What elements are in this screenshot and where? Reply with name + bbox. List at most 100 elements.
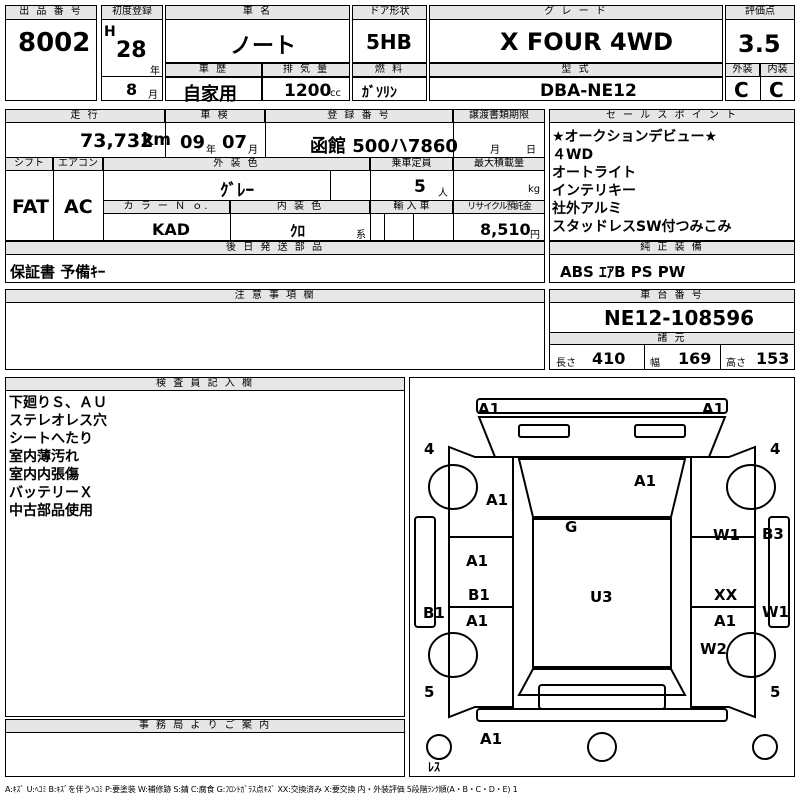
mark-fender-r1: W1: [713, 526, 740, 544]
shift-label: シフト: [5, 157, 53, 171]
sales-points-list: ★オークションデビュー★ ４WD オートライト インテリキー 社外アルミ スタッ…: [552, 128, 732, 236]
history-label: 車 歴: [165, 63, 262, 77]
hood: [477, 416, 727, 458]
score: 3.5: [738, 30, 781, 58]
inspector-notes: 下廻りＳ、ＡＵ ステレオレス穴 シートへたり 室内薄汚れ 室内内張傷 バッテリー…: [9, 394, 107, 520]
doors-label: ドア形状: [352, 5, 427, 20]
int-color-label: 内 装 色: [230, 200, 370, 214]
displacement: 1200: [284, 81, 332, 101]
mark-roof-center: U3: [590, 588, 613, 606]
sales-point: 社外アルミ: [552, 201, 622, 217]
mark-quarter-r: W2: [700, 640, 727, 658]
mark-door-r1: XX: [714, 586, 738, 604]
load-label: 最大積載量: [453, 157, 545, 171]
import-label: 輸 入 車: [370, 200, 453, 214]
right-body: [690, 445, 756, 719]
sales-point: ４WD: [552, 147, 594, 163]
displacement-unit: cc: [330, 88, 341, 99]
height: 153: [756, 349, 790, 368]
windshield: [517, 458, 687, 518]
color-no-label: カ ラ ー Ｎ ｏ.: [103, 200, 230, 214]
inspector-note: ステレオレス穴: [9, 413, 107, 429]
side-r: [768, 516, 790, 628]
era: H: [104, 24, 116, 40]
left-body: [448, 445, 514, 719]
front-bumper: [476, 398, 728, 414]
mark-rear: A1: [480, 730, 503, 748]
exterior-grade: C: [734, 78, 749, 102]
damage-diagram: [409, 377, 795, 777]
length-label: 長さ: [556, 358, 576, 369]
spec-panel: [5, 109, 545, 241]
mark-hood-l: A1: [486, 491, 509, 509]
capacity-label: 乗車定員: [370, 157, 453, 171]
sales-points-label: セ ー ル ス ポ イ ン ト: [549, 109, 795, 123]
first-reg-label: 初度登録: [101, 5, 163, 20]
exterior-label: 外装: [725, 63, 760, 77]
headlamp-l: [518, 424, 570, 438]
mark-side-r: W1: [762, 603, 789, 621]
recycle: 8,510: [480, 220, 531, 239]
model: DBA-NE12: [540, 81, 637, 101]
transfer-label: 譲渡書類期限: [453, 109, 545, 123]
fuel: ｶﾞｿﾘﾝ: [362, 85, 397, 101]
insp-month: 07: [222, 132, 248, 153]
car-outline: [414, 398, 790, 762]
insp-year: 09: [180, 132, 206, 153]
color: ｸﾞﾚｰ: [220, 181, 254, 201]
reg-year: 28: [116, 38, 147, 63]
recycle-label: リサイクル預託金: [453, 200, 545, 214]
length: 410: [592, 349, 626, 368]
tread-rl: 5: [424, 683, 435, 701]
load-unit: kg: [528, 184, 541, 195]
mark-door-l2: A1: [466, 612, 489, 630]
mark-fender-l: A1: [466, 552, 489, 570]
inspection-label: 車 検: [165, 109, 265, 123]
int-color: ｸﾛ: [290, 222, 306, 240]
interior-label: 内装: [760, 63, 795, 77]
shift: FAT: [12, 196, 49, 218]
side-l: [414, 516, 436, 628]
width: 169: [678, 349, 712, 368]
mileage-label: 走 行: [5, 109, 165, 123]
mark-front-l: A1: [478, 400, 501, 418]
lot-box: [5, 5, 97, 101]
legend: A:ｷｽﾞ U:ﾍｺﾐ B:ｷｽﾞを伴うﾍｺﾐ P:要塗装 W:補修跡 S:錆 …: [5, 785, 518, 794]
trunk: [476, 708, 728, 722]
tread-fr: 4: [770, 440, 781, 458]
sales-point: オートライト: [552, 165, 636, 181]
transfer-month-unit: 月: [490, 145, 500, 156]
fuel-label: 燃 料: [352, 63, 427, 77]
spare-tire: [587, 732, 617, 762]
rear-bumper: [538, 684, 666, 710]
lot-number: 8002: [18, 28, 91, 58]
later-parts: 保証書 予備ｷｰ: [10, 263, 106, 281]
capacity-unit: 人: [438, 188, 448, 199]
model-label: 型 式: [429, 63, 723, 77]
first-reg-box: [101, 5, 163, 101]
reg-month-unit: 月: [148, 90, 158, 101]
reg-month: 8: [126, 80, 138, 99]
mark-door-r2: A1: [714, 612, 737, 630]
roof: [532, 518, 672, 668]
sales-point: インテリキー: [552, 183, 636, 199]
height-label: 高さ: [726, 358, 746, 369]
tread-rr: 5: [770, 683, 781, 701]
insp-year-unit: 年: [206, 145, 216, 156]
mileage-unit: km: [142, 130, 172, 150]
lot-label: 出 品 番 号: [5, 5, 97, 20]
mark-door-l1: B1: [468, 586, 490, 604]
reg-year-unit: 年: [150, 66, 160, 77]
mark-front-r: A1: [702, 400, 725, 418]
headlamp-r: [634, 424, 686, 438]
fuel-box: [352, 77, 427, 101]
mark-fender-r2: B3: [762, 525, 784, 543]
dims-label: 諸 元: [549, 332, 795, 345]
office-label: 事 務 局 よ り ご 案 内: [5, 719, 405, 733]
inspector-note: バッテリーＸ: [9, 485, 93, 501]
interior-grade: C: [769, 78, 784, 102]
displacement-box: [262, 77, 350, 101]
notes-label: 注 意 事 項 欄: [5, 289, 545, 303]
doors: 5HB: [366, 30, 412, 54]
mileage: 73,732: [80, 130, 154, 152]
